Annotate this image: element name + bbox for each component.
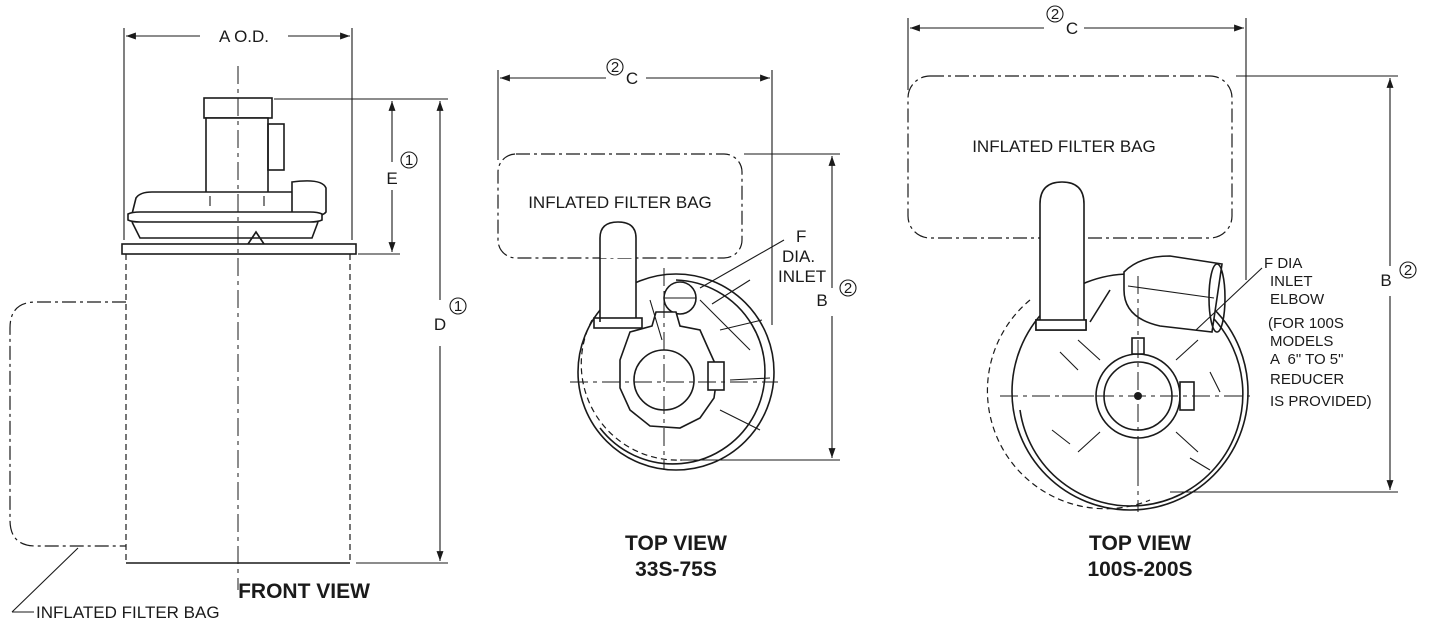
svg-text:2: 2: [611, 59, 619, 76]
tv2-inlet-line-7: REDUCER: [1270, 371, 1344, 388]
svg-text:2: 2: [1404, 262, 1412, 279]
tv1-title-line2: 33S-75S: [635, 558, 717, 581]
circled-number-icon: [449, 297, 467, 315]
tv1-dim-b-label: B: [816, 291, 827, 310]
tv2-dim-b-label: B: [1380, 271, 1391, 290]
circled-number-icon: [1046, 5, 1064, 23]
tv1-inlet-line-2: DIA.: [782, 247, 815, 266]
tv2-inlet-line-3: ELBOW: [1270, 291, 1325, 308]
tv2-inlet-line-4: (FOR 100S: [1268, 315, 1344, 332]
tv1-title-line1: TOP VIEW: [625, 532, 727, 555]
tv1-bag-label: INFLATED FILTER BAG: [528, 193, 712, 212]
tv2-title-line1: TOP VIEW: [1089, 532, 1191, 555]
front-bag-label: INFLATED FILTER BAG: [36, 603, 220, 622]
svg-text:1: 1: [454, 298, 462, 315]
tv2-inlet-line-1: F DIA: [1264, 255, 1302, 272]
tv2-inlet-line-6: A 6" TO 5": [1270, 351, 1343, 368]
dim-a-label: A O.D.: [219, 27, 269, 46]
tv2-inlet-line-8: IS PROVIDED): [1270, 393, 1372, 410]
circled-number-icon: [400, 151, 418, 169]
dim-d-label: D: [434, 315, 446, 334]
circled-number-icon: [1399, 261, 1417, 279]
tv2-bag-label: INFLATED FILTER BAG: [972, 137, 1156, 156]
top-view-large: ② 2 C INFLATED FILTER BAG F DIA I: [907, 5, 1417, 581]
top-view-small: ② 2 C INFLATED FILTER BAG F DIA.: [497, 58, 857, 581]
svg-text:2: 2: [844, 280, 852, 297]
circled-number-icon: [606, 58, 624, 76]
front-view: A O.D. INFLATED FILTER BAG E ①: [9, 27, 467, 622]
tv2-dim-c-label: C: [1066, 19, 1078, 38]
svg-text:2: 2: [1051, 6, 1059, 23]
tv1-inlet-line-1: F: [796, 227, 806, 246]
tv2-inlet-line-2: INLET: [1270, 273, 1313, 290]
circled-number-icon: [839, 279, 857, 297]
svg-text:1: 1: [405, 152, 413, 169]
tv1-dim-c-label: C: [626, 69, 638, 88]
tv1-inlet-line-3: INLET: [778, 267, 826, 286]
tv2-inlet-line-5: MODELS: [1270, 333, 1333, 350]
front-view-title: FRONT VIEW: [238, 580, 370, 603]
dim-e-label: E: [386, 169, 397, 188]
tv2-title-line2: 100S-200S: [1087, 558, 1192, 581]
